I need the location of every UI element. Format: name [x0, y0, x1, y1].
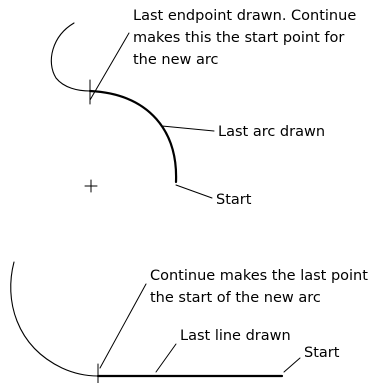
last-line-leader-line: [155, 343, 177, 373]
endpoint-label-line-3: the new arc: [133, 52, 219, 68]
top-start-label: Start: [216, 192, 252, 208]
continue-leader-line: [99, 283, 147, 369]
continue-label-line-1: Continue makes the last point: [150, 268, 368, 284]
new-arc-large: [10, 261, 99, 377]
endpoint-label: Last endpoint drawn. Continue makes this…: [133, 8, 361, 68]
bottom-diagram: Continue makes the last point the start …: [10, 261, 373, 383]
center-plus-mark: [84, 179, 98, 193]
start-leader-line: [175, 184, 213, 199]
continue-label: Continue makes the last point the start …: [150, 268, 373, 306]
endpoint-leader-line: [89, 32, 130, 101]
continue-label-line-2: the start of the new arc: [150, 290, 321, 306]
last-arc-label: Last arc drawn: [218, 124, 325, 140]
new-arc-small: [50, 22, 91, 92]
bottom-start-label: Start: [304, 345, 340, 361]
last-line-label: Last line drawn: [180, 328, 291, 344]
bottom-start-leader-line: [283, 357, 301, 373]
endpoint-label-line-1: Last endpoint drawn. Continue: [133, 8, 356, 24]
last-arc: [88, 89, 178, 184]
last-arc-leader-line: [161, 125, 215, 132]
top-diagram: Last endpoint drawn. Continue makes this…: [50, 8, 361, 208]
endpoint-label-line-2: makes this the start point for: [133, 30, 344, 46]
